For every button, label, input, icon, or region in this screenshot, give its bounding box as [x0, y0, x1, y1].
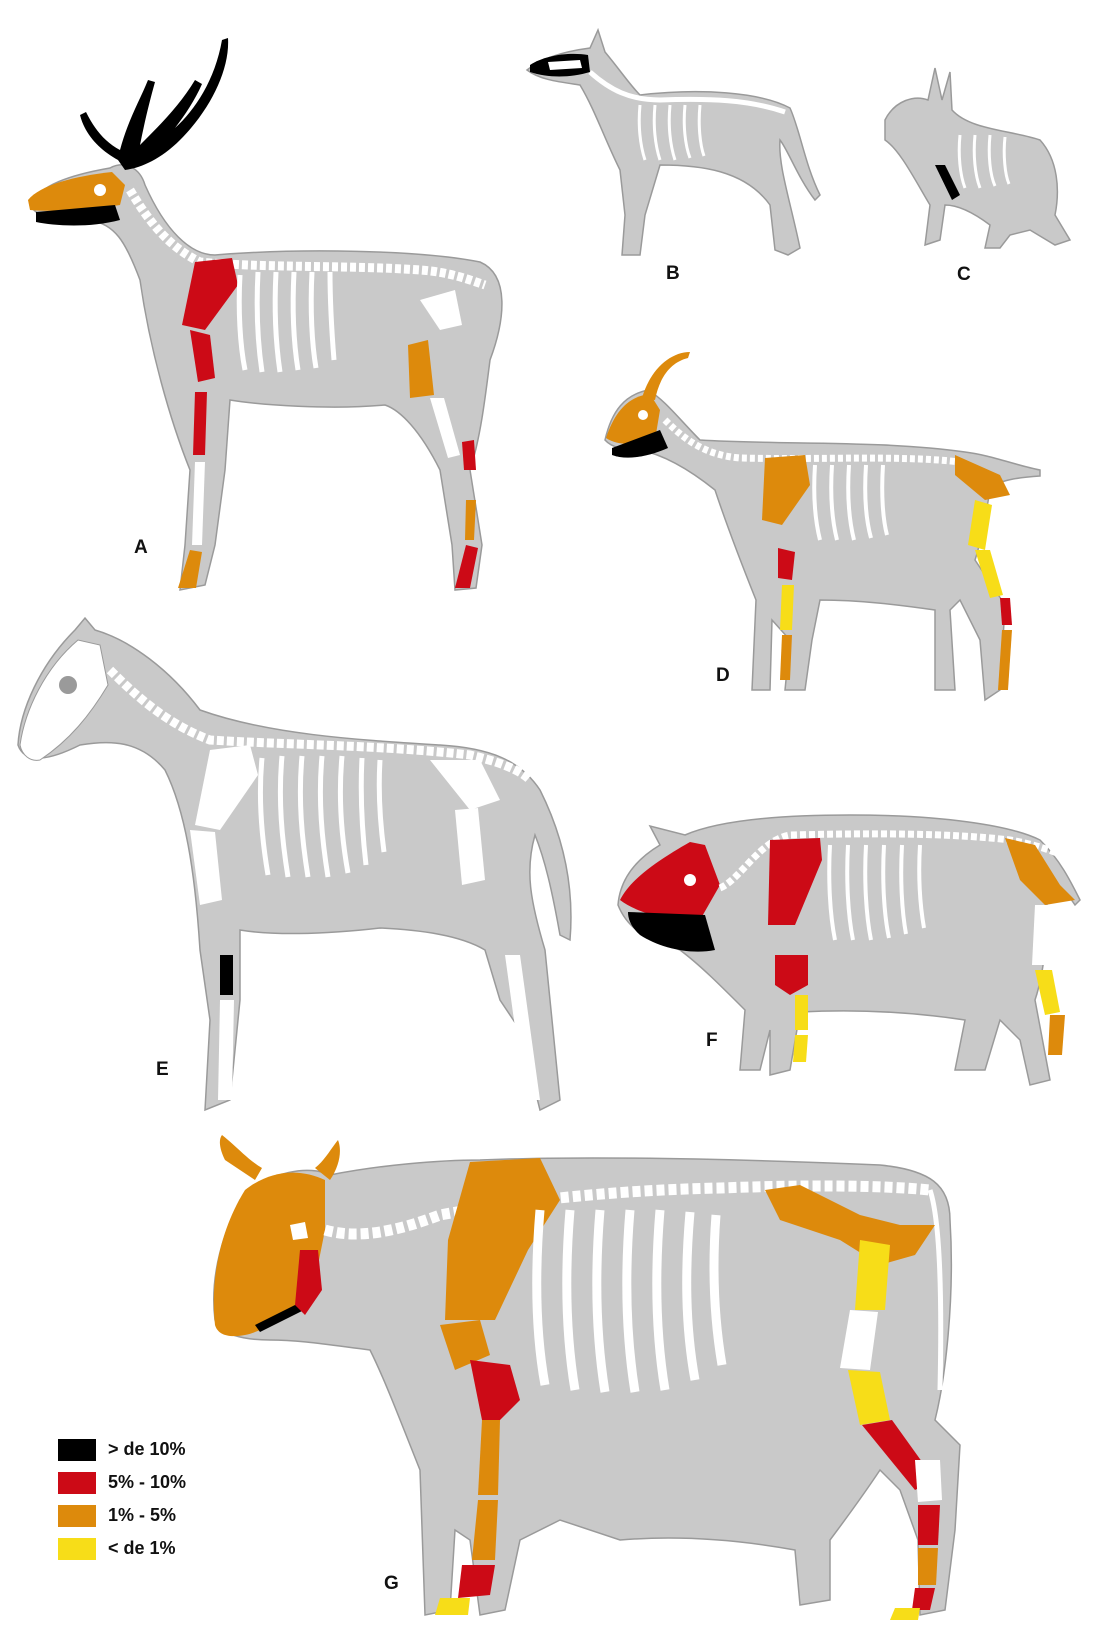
pig-eye-socket	[684, 874, 696, 886]
pig-radius	[795, 995, 808, 1030]
panel-label-c: C	[957, 264, 971, 285]
panel-a-deer: A	[28, 38, 502, 590]
legend-item: 1% - 5%	[58, 1499, 278, 1532]
cow-front-phalanges-yellow	[435, 1598, 470, 1615]
panel-d-goat: D	[605, 352, 1040, 700]
cow-eye-socket	[290, 1222, 308, 1240]
goat-radius	[780, 585, 794, 630]
deer-radius	[193, 392, 207, 455]
goat-humerus	[778, 548, 795, 580]
panel-g-cow: G	[214, 1135, 960, 1620]
legend-item: < de 1%	[58, 1532, 278, 1565]
pig-rear-metatarsal	[1048, 1015, 1065, 1055]
panel-c-hare: C	[885, 68, 1070, 285]
deer-tarsal	[462, 440, 476, 470]
goat-front-metacarpal	[780, 635, 792, 680]
legend-item: 5% - 10%	[58, 1466, 278, 1499]
cow-femur-yellow	[855, 1240, 890, 1310]
cow-horn-left	[220, 1135, 262, 1180]
panel-e-horse: E	[18, 618, 571, 1110]
panel-label-g: G	[384, 1573, 399, 1594]
pig-femur	[1032, 905, 1050, 965]
horse-eye-socket	[59, 676, 77, 694]
cow-rear-phalanges-yellow	[890, 1608, 920, 1620]
goat-horn	[642, 352, 690, 400]
cow-rear-metatarsal-red	[918, 1505, 940, 1545]
legend-swatch	[58, 1472, 96, 1494]
legend-swatch	[58, 1538, 96, 1560]
legend-swatch	[58, 1505, 96, 1527]
legend-item: > de 10%	[58, 1433, 278, 1466]
goat-eye-socket	[638, 410, 648, 420]
pig-front-phalanges	[793, 1035, 808, 1062]
cow-front-phalanges-red	[458, 1565, 495, 1598]
pig-mandible	[628, 912, 715, 952]
deer-antler	[80, 38, 228, 170]
hare-silhouette	[885, 68, 1070, 248]
deer-skull	[28, 172, 125, 211]
panel-b-dog: B	[527, 30, 820, 284]
legend: > de 10% 5% - 10% 1% - 5% < de 1%	[58, 1433, 278, 1565]
cow-tarsal	[915, 1460, 942, 1502]
pig-tibia	[1035, 970, 1060, 1015]
panel-label-b: B	[666, 263, 680, 284]
horse-front-phalanges	[218, 1000, 234, 1100]
panel-label-a: A	[134, 537, 148, 558]
legend-label: 5% - 10%	[108, 1472, 186, 1493]
legend-label: > de 10%	[108, 1439, 186, 1460]
legend-label: < de 1%	[108, 1538, 176, 1559]
legend-swatch	[58, 1439, 96, 1461]
goat-tarsal	[1000, 598, 1012, 625]
horse-front-metacarpal	[220, 955, 233, 995]
panel-f-pig: F	[618, 815, 1080, 1085]
panel-label-e: E	[156, 1059, 169, 1080]
cow-rear-metatarsal-orange	[918, 1548, 938, 1585]
deer-eye-socket	[94, 184, 106, 196]
panel-label-f: F	[706, 1030, 718, 1051]
legend-label: 1% - 5%	[108, 1505, 176, 1526]
panel-label-d: D	[716, 665, 730, 686]
